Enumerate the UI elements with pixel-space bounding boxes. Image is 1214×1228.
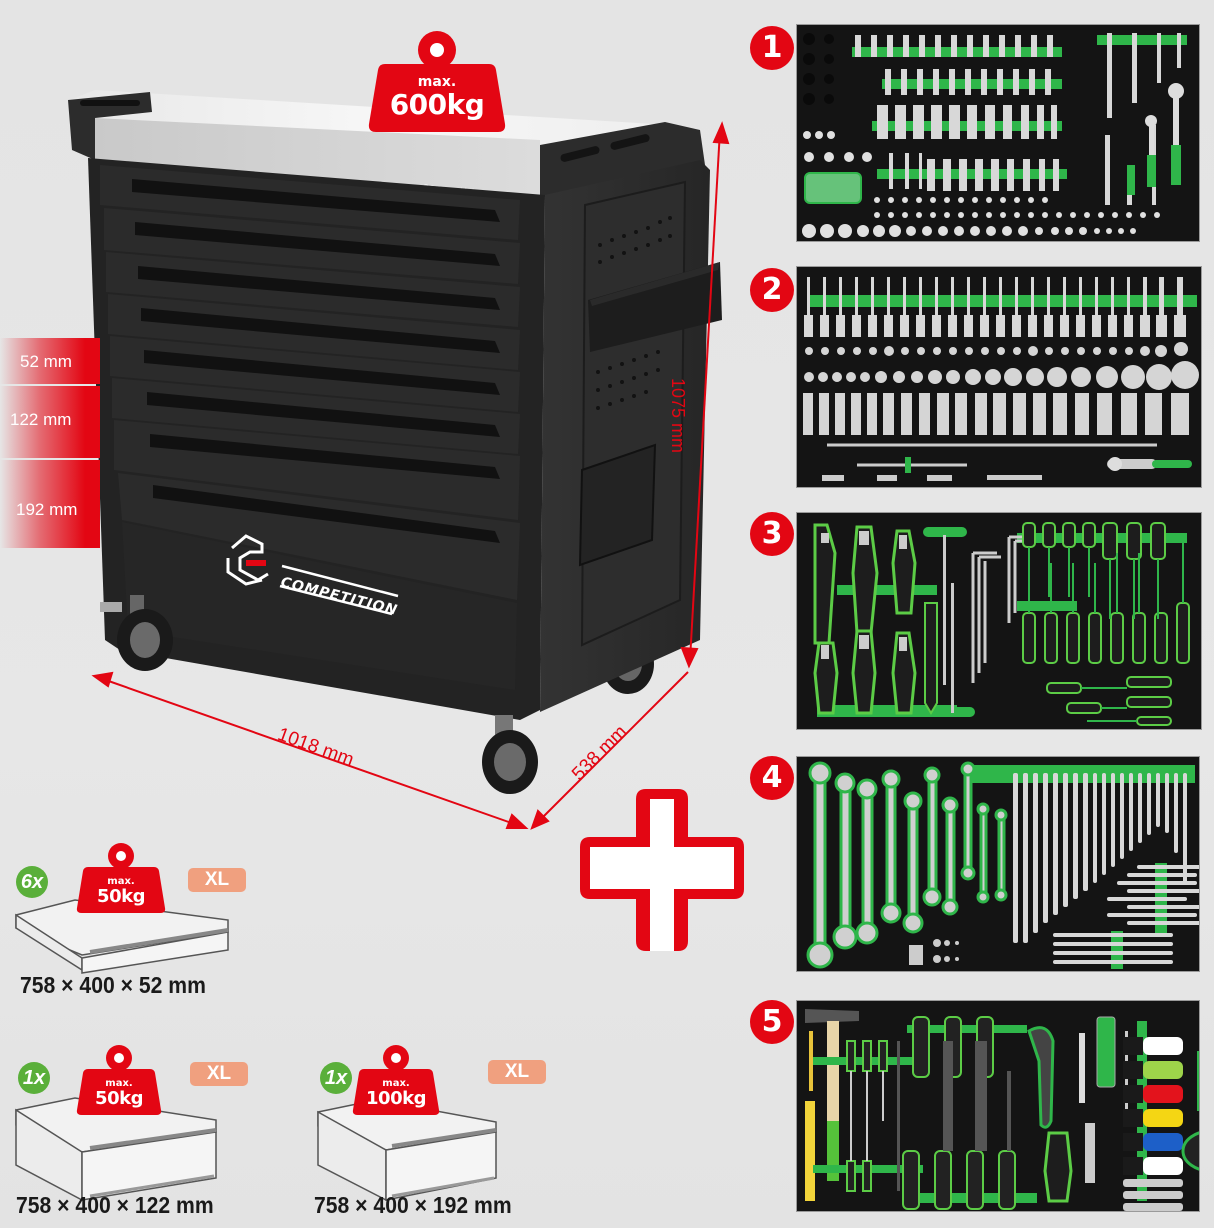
pliers-screwdriver-set-image: [813, 522, 1190, 726]
combination-wrenches: [1013, 773, 1187, 943]
tool-tray-1-sockets: [796, 24, 1200, 242]
drawer-type-192mm: 1x max. 100kg XL 758 × 400 × 192 mm: [296, 1040, 576, 1220]
pliers: [1043, 1131, 1073, 1203]
bit-box: [804, 172, 862, 204]
weight-icon: [352, 1045, 440, 1115]
tape-measure: [1181, 1131, 1199, 1171]
drawer-max-load-badge: max. 100kg: [352, 1042, 440, 1116]
utility-knife: [1096, 1016, 1116, 1088]
weight-icon: [76, 1045, 162, 1115]
caster-wheel-front-left: [100, 595, 173, 671]
pliers: [813, 523, 917, 715]
drawer-outline-icon: [15, 1097, 217, 1202]
chisel: [805, 1101, 815, 1201]
drawer-dimensions: 758 × 400 × 122 mm: [16, 1192, 214, 1218]
files: [902, 1016, 1016, 1210]
plus-icon: [580, 789, 744, 951]
drawer-dimensions: 758 × 400 × 192 mm: [314, 1192, 512, 1218]
competition-logo: [226, 534, 399, 616]
tray-number-badge: 3: [750, 512, 794, 556]
drawer-dimensions: 758 × 400 × 52 mm: [20, 972, 206, 998]
wire-brush: [1027, 1026, 1055, 1129]
side-bin: [578, 443, 657, 567]
pegboard-holes: [596, 216, 672, 410]
tool-cart-illustration: competitiontools.com: [68, 90, 730, 830]
socket-set-image: [802, 33, 1187, 238]
drawer-outline-icon: [15, 899, 229, 974]
tool-tray-5-hammer-files-misc: [796, 1000, 1200, 1212]
impact-sockets: [1123, 1037, 1183, 1211]
drawer-max-load-badge: max. 50kg: [76, 840, 166, 914]
screwdrivers: [1022, 522, 1190, 726]
dimension-lines: [91, 121, 730, 830]
tool-tray-3-pliers-screwdrivers: [796, 512, 1202, 730]
weight-icon: [368, 31, 506, 132]
tool-tray-4-wrenches: [796, 756, 1200, 972]
tool-tray-2-sockets-bits: [796, 266, 1202, 488]
scale-label-122: 122 mm: [10, 410, 72, 429]
t-handle-wrenches: [923, 527, 975, 717]
depth-gauge: [1197, 1051, 1199, 1111]
xl-size-badge: XL: [488, 1060, 546, 1084]
weight-icon: [76, 843, 166, 913]
max-load-badge: max. 600kg: [367, 24, 507, 134]
height-dimension-label: 1075 mm: [668, 378, 688, 454]
socket-bit-set-image: [803, 277, 1199, 481]
scale-label-52: 52 mm: [20, 352, 72, 371]
worktop: [68, 90, 705, 195]
drawer-count-badge: 1x: [18, 1062, 50, 1094]
hammer-files-misc-set-image: [805, 1009, 1199, 1211]
ring-spanners: [806, 761, 1008, 969]
tray-number-badge: 4: [750, 756, 794, 800]
drawer-count-badge: 6x: [16, 866, 48, 898]
caster-wheel-front-right: [482, 715, 538, 794]
drawer-height-scale: 52 mm 122 mm 192 mm: [0, 338, 100, 548]
tray-number-badge: 2: [750, 268, 794, 312]
side-cup-holder: [588, 262, 722, 352]
drawer-type-122mm: 1x max. 50kg XL 758 × 400 × 122 mm: [0, 1040, 280, 1220]
drawer-type-52mm: 6x max. 50kg XL 758 × 400 × 52 mm: [0, 830, 270, 1010]
scale-label-192: 192 mm: [16, 500, 78, 519]
punch: [809, 1031, 813, 1091]
xl-size-badge: XL: [190, 1062, 248, 1086]
drawer-max-load-badge: max. 50kg: [76, 1042, 162, 1116]
xl-size-badge: XL: [188, 868, 246, 892]
drawer-count-badge: 1x: [320, 1062, 352, 1094]
tray-number-badge: 1: [750, 26, 794, 70]
ratchets: [1127, 83, 1184, 195]
drawer-stack: [100, 165, 520, 690]
tray-number-badge: 5: [750, 1000, 794, 1044]
wrench-set-image: [806, 761, 1199, 969]
